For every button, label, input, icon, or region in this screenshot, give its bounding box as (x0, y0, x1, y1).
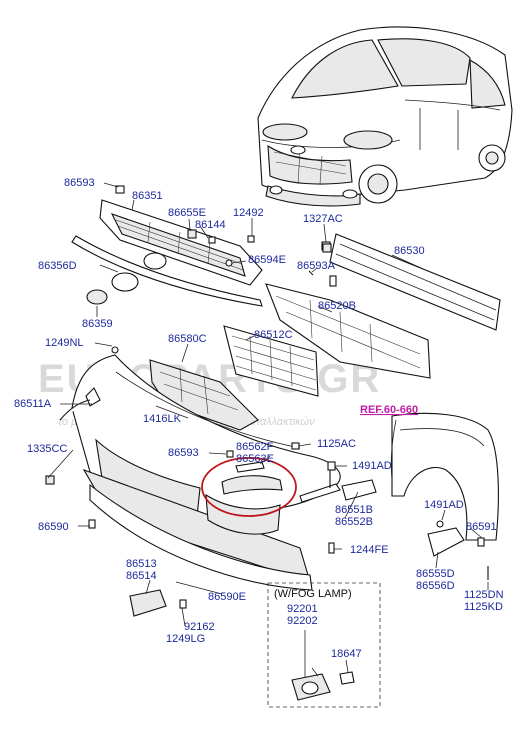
part-label-86359[interactable]: 86359 (82, 318, 113, 330)
fog-box-title: (W/FOG LAMP) (274, 588, 352, 600)
part-label-86520b[interactable]: 86520B (318, 300, 356, 312)
front-bumper-cover (59, 354, 341, 591)
part-label-1249nl[interactable]: 1249NL (45, 337, 84, 349)
part-label-86351[interactable]: 86351 (132, 190, 163, 202)
part-label-86563e[interactable]: 86563E (236, 453, 274, 465)
part-label-1125ac[interactable]: 1125AC (317, 438, 356, 450)
part-label-86580c[interactable]: 86580C (168, 333, 207, 345)
part-label-1335cc[interactable]: 1335CC (27, 443, 67, 455)
part-label-86512c[interactable]: 86512C (254, 329, 293, 341)
part-label-12492[interactable]: 12492 (233, 207, 264, 219)
part-label-1244fe[interactable]: 1244FE (350, 544, 389, 556)
part-label-1249lg[interactable]: 1249LG (166, 633, 205, 645)
part-label-86590e[interactable]: 86590E (208, 591, 246, 603)
part-label-86530[interactable]: 86530 (394, 245, 425, 257)
reference-label[interactable]: REF.60-660 (360, 404, 418, 416)
part-label-86556d[interactable]: 86556D (416, 580, 455, 592)
part-label-1491ad-lower[interactable]: 1491AD (424, 499, 464, 511)
part-label-86552b[interactable]: 86552B (335, 516, 373, 528)
part-label-92202[interactable]: 92202 (287, 615, 318, 627)
part-label-86356d[interactable]: 86356D (38, 260, 77, 272)
highlight-circle (201, 457, 297, 517)
part-label-86593a[interactable]: 86593A (297, 260, 336, 272)
part-label-86594e[interactable]: 86594E (248, 254, 286, 266)
energy-absorber (265, 283, 431, 379)
part-label-86590[interactable]: 86590 (38, 521, 69, 533)
part-label-92162[interactable]: 92162 (184, 621, 215, 633)
part-label-86591[interactable]: 86591 (466, 521, 497, 533)
leader-lines (47, 182, 489, 690)
part-label-86562f[interactable]: 86562F (236, 441, 274, 453)
part-label-1491ad-upper[interactable]: 1491AD (352, 460, 392, 472)
part-label-86551b[interactable]: 86551B (335, 504, 373, 516)
fog-lamp-box: (W/FOG LAMP) (267, 582, 381, 708)
front-fender (390, 412, 499, 541)
radiator-grille (71, 185, 263, 354)
part-label-86555d[interactable]: 86555D (416, 568, 455, 580)
part-label-92201[interactable]: 92201 (287, 603, 318, 615)
hardware (45, 243, 489, 617)
part-label-1416lk[interactable]: 1416LK (143, 413, 182, 425)
part-number-labels: 86593 86351 86655E 86144 12492 1327AC 86… (14, 177, 504, 660)
part-label-86511a[interactable]: 86511A (14, 398, 52, 410)
part-label-86655e[interactable]: 86655E (168, 207, 206, 219)
part-label-86144[interactable]: 86144 (195, 219, 226, 231)
part-label-86513[interactable]: 86513 (126, 558, 157, 570)
fog-lamp-covers (201, 457, 341, 517)
car-illustration (257, 26, 513, 207)
part-label-86593-top[interactable]: 86593 (64, 177, 95, 189)
part-label-18647[interactable]: 18647 (331, 648, 362, 660)
part-label-1125dn[interactable]: 1125DN (464, 589, 504, 601)
part-label-1327ac[interactable]: 1327AC (303, 213, 343, 225)
part-label-86514[interactable]: 86514 (126, 570, 157, 582)
part-label-86593-mid[interactable]: 86593 (168, 447, 199, 459)
part-label-1125kd[interactable]: 1125KD (464, 601, 503, 613)
